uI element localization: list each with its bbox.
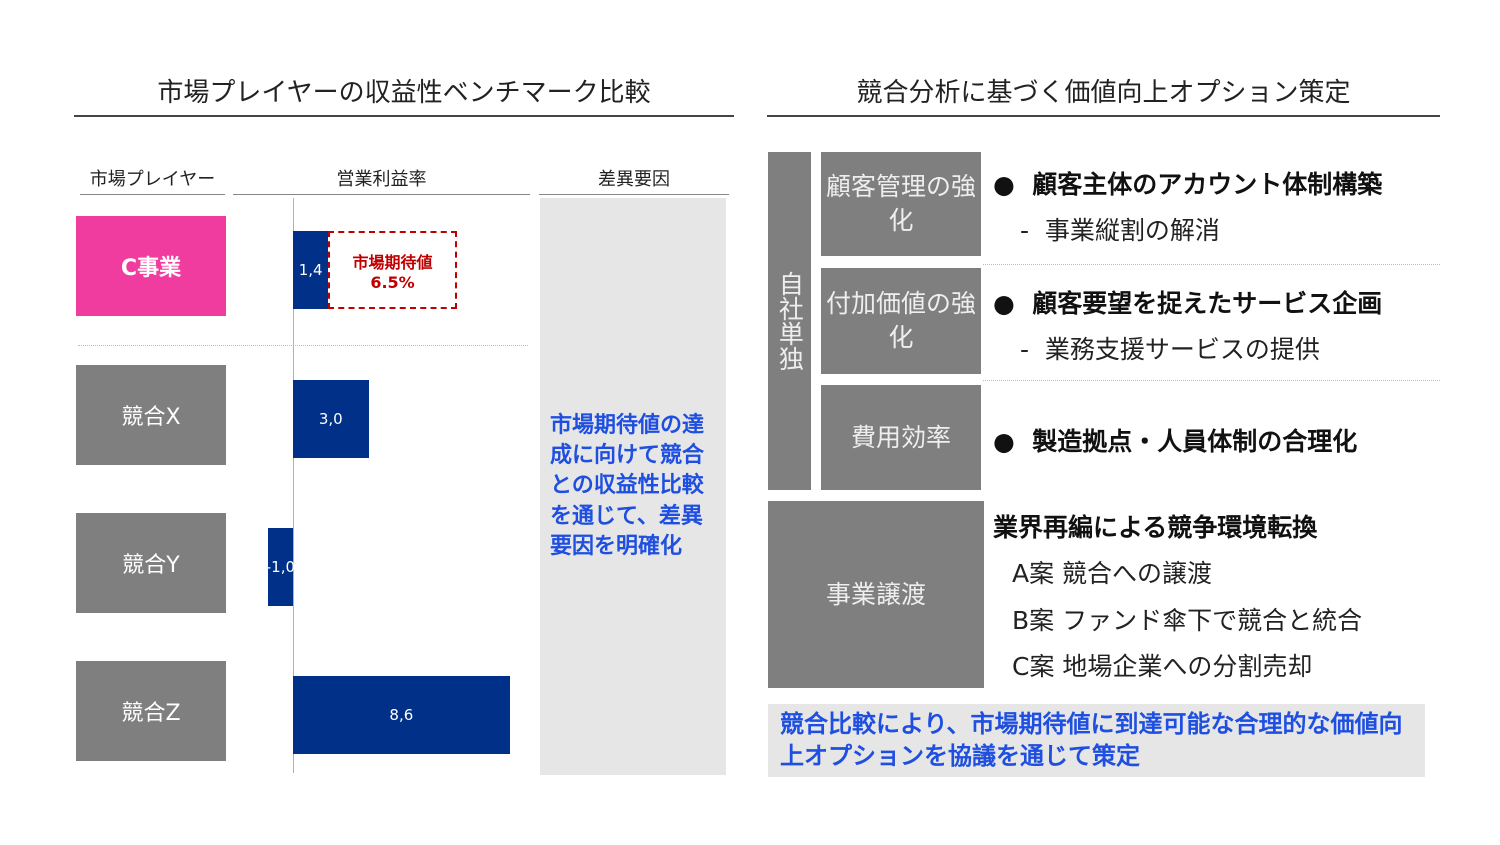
bullet-cost: ● 製造拠点・人員体制の合理化: [993, 427, 1358, 456]
col-header-margin: 営業利益率: [233, 165, 530, 195]
bullet-customer: ● 顧客主体のアカウント体制構築: [993, 170, 1383, 199]
sub-text: 事業縦割の解消: [1044, 216, 1220, 245]
factor-panel: 市場期待値の達成に向けて競合との収益性比較を通じて、差異要因を明確化: [540, 198, 726, 775]
conclusion-box: 競合比較により、市場期待値に到達可能な合理的な価値向上オプションを協議を通じて策…: [768, 704, 1425, 777]
divider: [983, 380, 1440, 381]
transfer-label: 事業譲渡: [768, 501, 984, 688]
bullet-text: 製造拠点・人員体制の合理化: [1032, 427, 1358, 456]
row-label-customer: 顧客管理の強化: [821, 152, 981, 256]
right-title: 競合分析に基づく価値向上オプション策定: [767, 72, 1440, 117]
option-a: A案 競合への譲渡: [1012, 559, 1213, 588]
bar-label: 8,6: [389, 706, 414, 724]
sub-customer: - 事業縦割の解消: [1020, 216, 1220, 245]
divider: [983, 264, 1440, 265]
bar-label: 3,0: [318, 410, 343, 428]
bar-label: 1,4: [298, 261, 323, 279]
player-3: 競合Z: [76, 661, 226, 761]
zero-axis: [293, 198, 294, 773]
margin-bar: -1,0: [265, 528, 296, 606]
option-c: C案 地場企業への分割売却: [1012, 652, 1313, 681]
player-1: 競合X: [76, 365, 226, 465]
factor-text: 市場期待値の達成に向けて競合との収益性比較を通じて、差異要因を明確化: [550, 412, 705, 560]
col-header-players: 市場プレイヤー: [80, 165, 225, 195]
bullet-value: ● 顧客要望を捉えたサービス企画: [993, 289, 1383, 318]
sub-text: 業務支援サービスの提供: [1044, 335, 1320, 364]
sub-value: - 業務支援サービスの提供: [1020, 335, 1320, 364]
margin-bar: 3,0: [293, 380, 369, 458]
col-header-factor: 差異要因: [539, 165, 729, 195]
row-label-value: 付加価値の強化: [821, 268, 981, 374]
standalone-label: 自社単独: [768, 152, 811, 490]
divider: [78, 345, 528, 346]
margin-bar: 1,4: [293, 231, 329, 309]
left-title: 市場プレイヤーの収益性ベンチマーク比較: [74, 72, 734, 117]
market-target-box: 市場期待値 6.5%: [328, 231, 457, 309]
bullet-text: 顧客要望を捉えたサービス企画: [1032, 289, 1383, 318]
player-0: C事業: [76, 216, 226, 316]
option-b: B案 ファンド傘下で競合と統合: [1012, 606, 1363, 635]
bar-label: -1,0: [265, 558, 296, 576]
row-label-cost: 費用効率: [821, 385, 981, 490]
transfer-heading: 業界再編による競争環境転換: [993, 513, 1318, 542]
target-label: 市場期待値: [352, 252, 433, 272]
player-2: 競合Y: [76, 513, 226, 613]
margin-bar: 8,6: [293, 676, 510, 754]
target-value: 6.5%: [370, 272, 415, 292]
bullet-text: 顧客主体のアカウント体制構築: [1032, 170, 1383, 199]
